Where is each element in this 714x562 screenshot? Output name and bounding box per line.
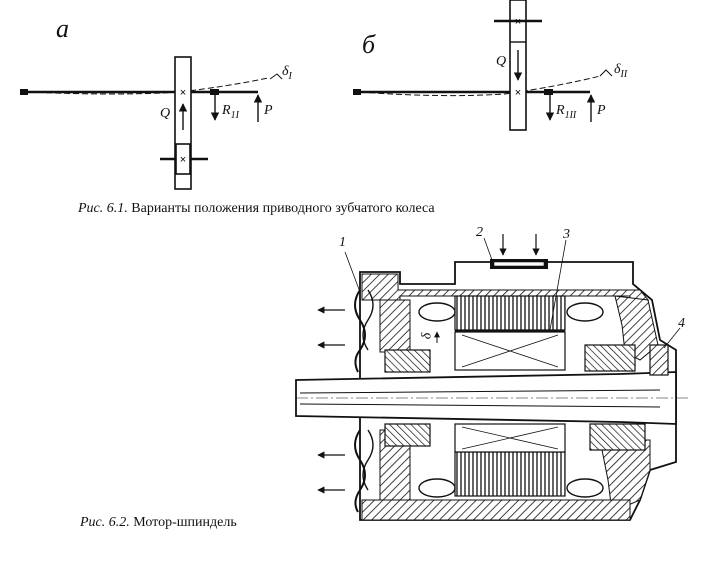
bearing-left-bottom xyxy=(384,423,431,447)
support-left-b xyxy=(353,89,361,95)
mating-gear-center-b: × xyxy=(515,16,521,28)
leader-3 xyxy=(549,239,567,331)
rotor-lower-cross xyxy=(461,426,559,450)
fan-upper-2 xyxy=(362,289,374,351)
panel-b-diagram: × × xyxy=(353,0,613,131)
figure-6-1-caption: Рис. 6.1. Варианты положения приводного … xyxy=(78,201,435,216)
motor-spindle-drawing xyxy=(295,234,690,521)
bearing-mark-a xyxy=(210,89,219,95)
leader-2 xyxy=(483,237,493,261)
support-left-a xyxy=(20,89,28,95)
panel-b-r-label: R1II xyxy=(556,103,577,121)
figure-6-2-caption: Рис. 6.2. Мотор-шпиндель xyxy=(80,515,237,530)
mating-gear-center-a: × xyxy=(180,154,186,166)
bearing-right-bottom xyxy=(589,423,646,451)
bearing-mark-b xyxy=(544,89,553,95)
panel-a-letter: а xyxy=(56,14,69,43)
housing-wall-bottom xyxy=(361,499,631,521)
deflection-curve-b xyxy=(359,75,601,97)
panel-b-q-label: Q xyxy=(496,54,507,69)
housing-wall-right-bottom xyxy=(599,439,651,513)
callout-4: 4 xyxy=(678,316,685,331)
callout-3: 3 xyxy=(563,227,570,242)
panel-a-q-label: Q xyxy=(160,106,171,121)
leader-4 xyxy=(663,327,681,349)
panel-b-p-label: P xyxy=(597,103,606,118)
panel-a-r-label: R1I xyxy=(222,103,239,121)
panel-b-letter: б xyxy=(362,30,376,59)
panel-a-diagram: × × xyxy=(20,56,283,190)
leader-1 xyxy=(344,251,361,293)
spindle-bore-bottom xyxy=(299,403,661,408)
gear-center-mark-b: × xyxy=(515,87,521,99)
end-winding-right-top xyxy=(566,302,604,322)
air-gap-label: δ xyxy=(419,332,435,340)
fan-lower-2 xyxy=(362,429,374,491)
housing-wall-right-top xyxy=(614,295,659,361)
end-winding-left-bottom xyxy=(418,478,456,498)
fan-upper xyxy=(354,289,366,373)
panel-b-delta-label: δII xyxy=(614,62,628,80)
stator-upper xyxy=(454,295,566,331)
cooling-jacket-inner xyxy=(493,261,545,267)
fan-lower xyxy=(354,429,366,513)
panel-a-p-label: P xyxy=(264,103,273,118)
housing-wall-left-top xyxy=(379,299,411,353)
stator-lower xyxy=(454,451,566,497)
mating-gear-body-a xyxy=(175,143,191,175)
callout-1: 1 xyxy=(339,235,346,250)
callout-2: 2 xyxy=(476,225,483,240)
bearing-left-top xyxy=(384,349,431,373)
panel-a-delta-label: δI xyxy=(282,64,292,82)
nut-part-4 xyxy=(649,344,669,376)
delta-leader-b xyxy=(599,69,613,77)
gear-center-mark-a: × xyxy=(180,87,186,99)
rotor-upper-cross xyxy=(461,334,559,368)
spindle-bore-top xyxy=(299,389,661,394)
end-winding-left-top xyxy=(418,302,456,322)
end-winding-right-bottom xyxy=(566,478,604,498)
bearing-right-top xyxy=(584,344,636,372)
delta-leader-a xyxy=(269,73,283,80)
